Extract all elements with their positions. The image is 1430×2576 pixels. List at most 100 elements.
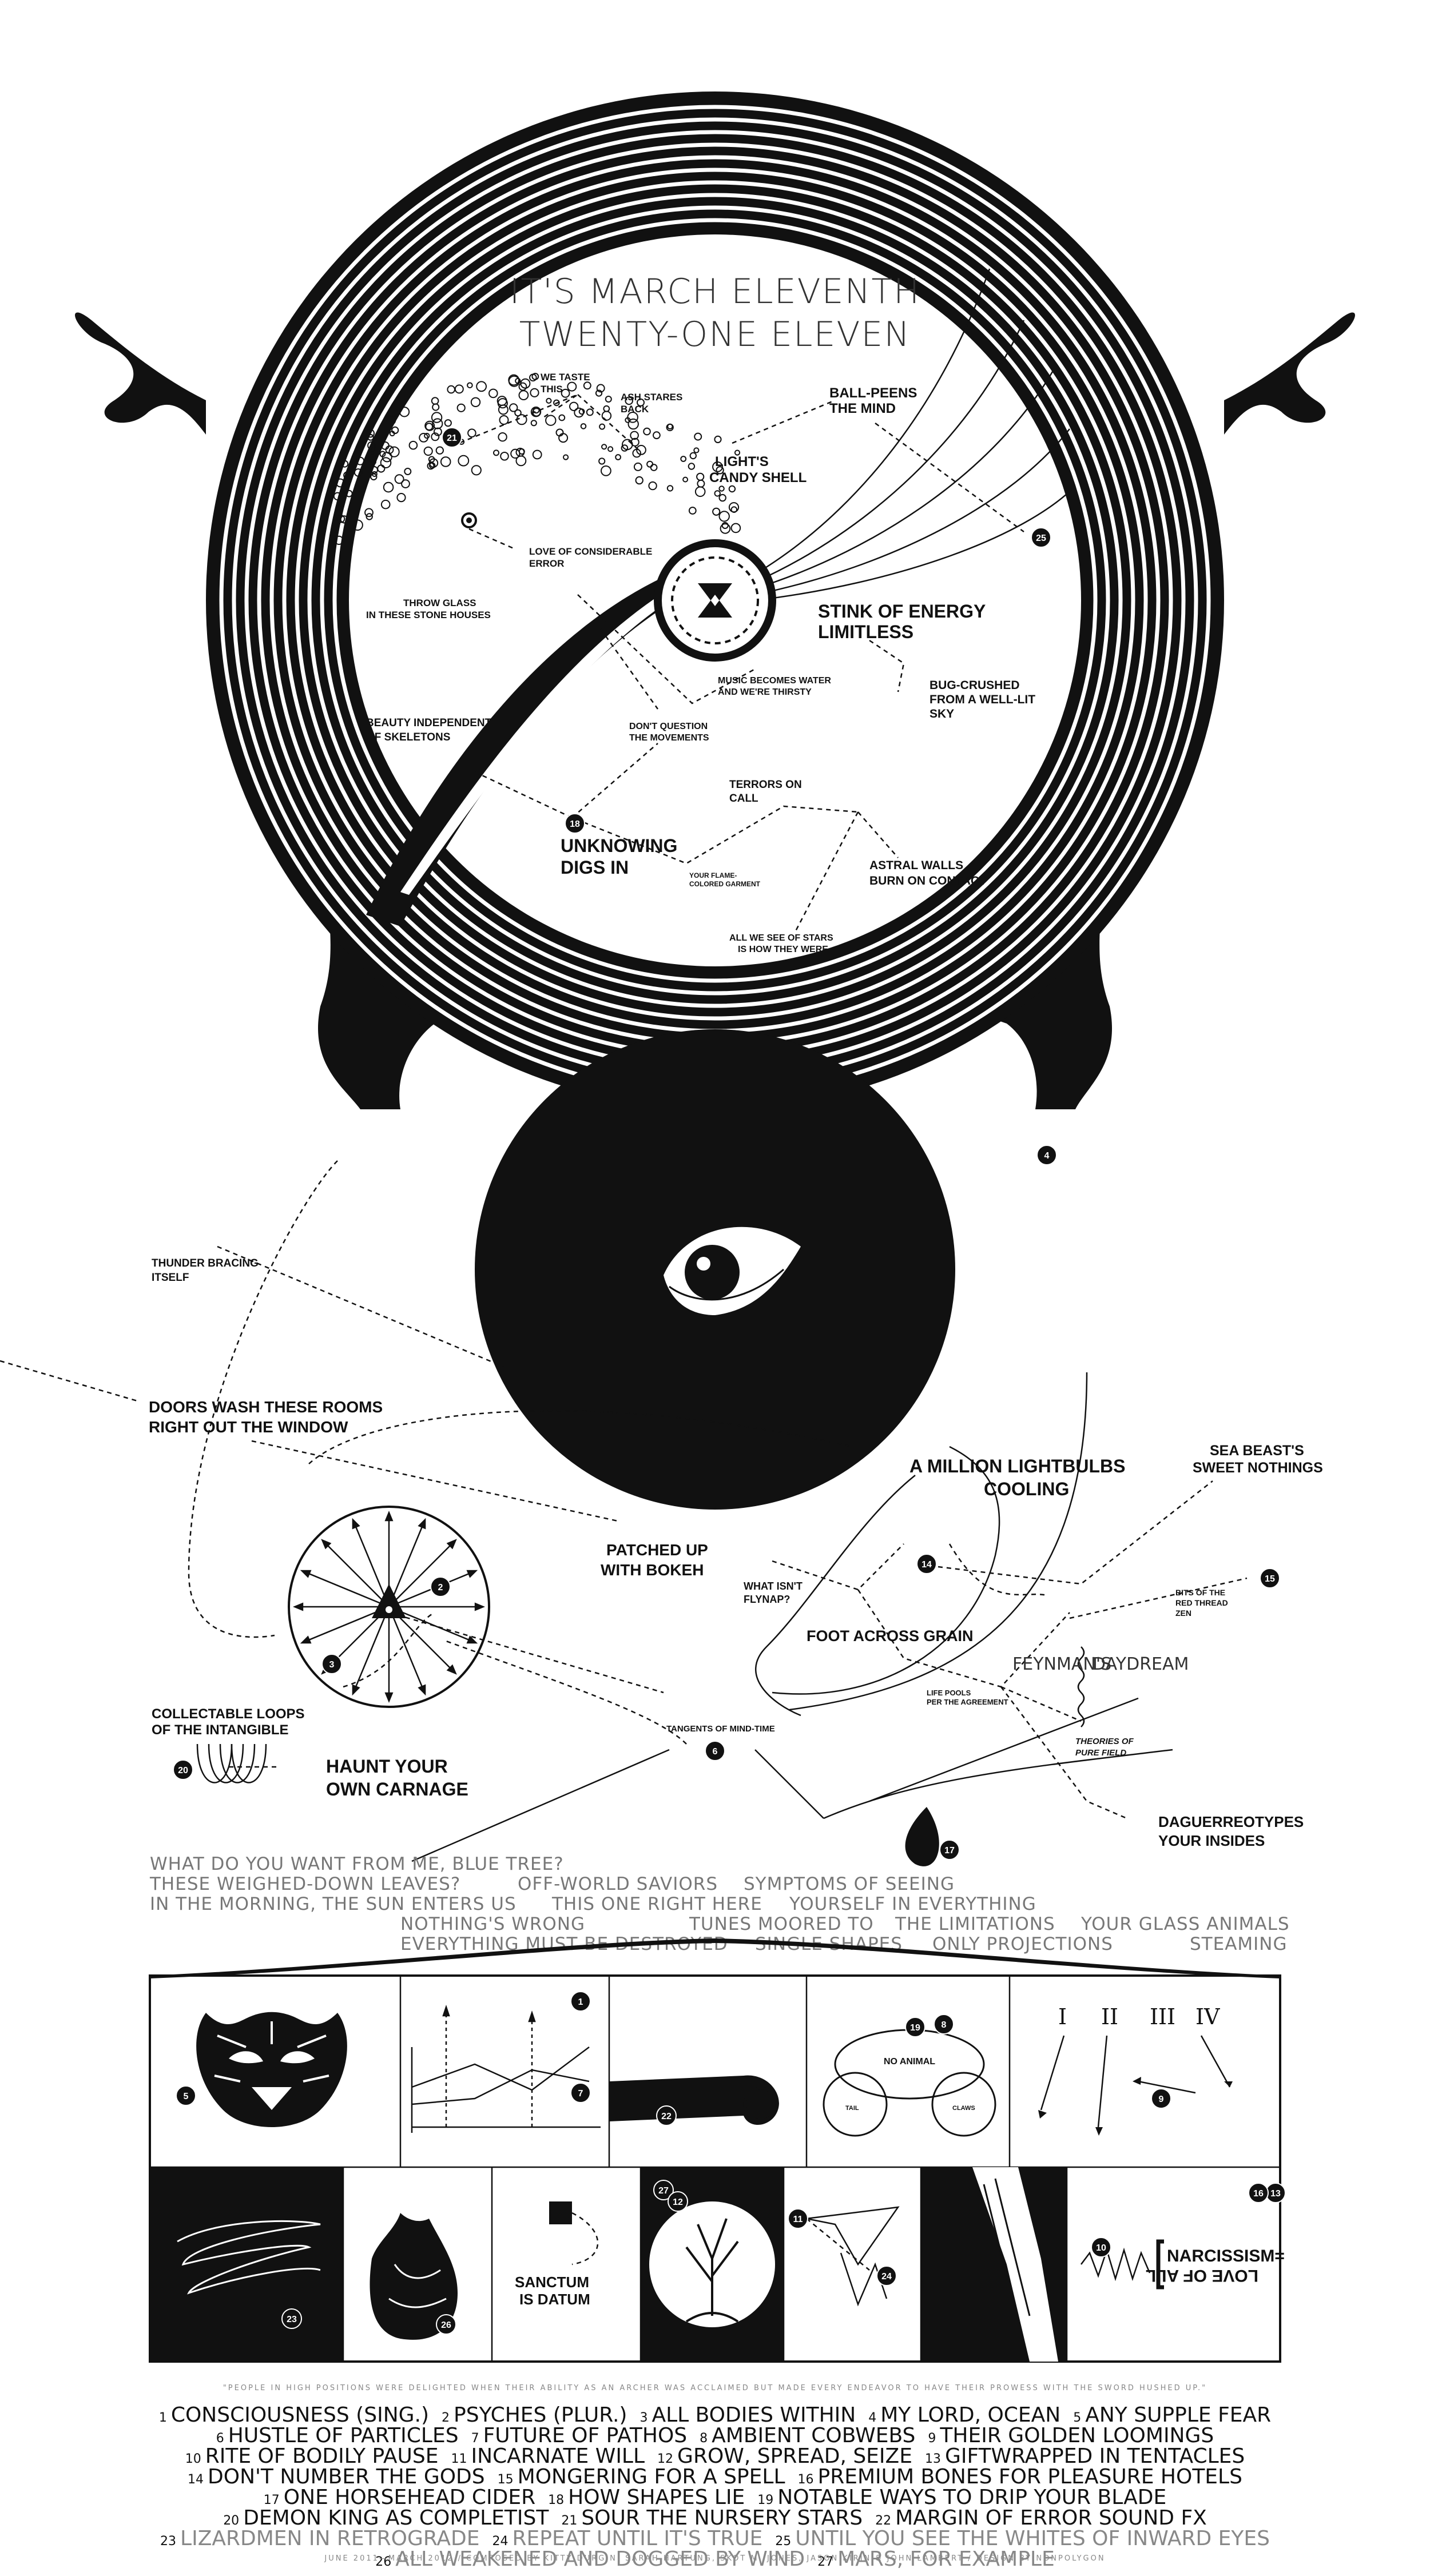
cloud-dot [366, 429, 375, 438]
badge-10: 10 [1091, 2237, 1111, 2258]
spoke-arrowhead [418, 1684, 426, 1696]
cloud-dot [427, 462, 435, 470]
badge-number: 18 [570, 819, 580, 829]
badge-number: 12 [673, 2197, 683, 2207]
eye-disc [475, 1029, 955, 1510]
label-tangents: TANGENTS OF MIND-TIME [666, 1724, 775, 1734]
cloud-dot [653, 431, 661, 440]
cloud-dot [447, 385, 456, 394]
record-groove [307, 193, 1123, 1008]
cloud-dot [529, 373, 537, 382]
cloud-dot [391, 426, 399, 435]
trash-bag-icon [370, 2213, 458, 2340]
track-title: UNTIL YOU SEE THE WHITES OF INWARD EYES [795, 2527, 1270, 2550]
badge-number: 10 [1096, 2243, 1106, 2253]
cloud-dot [718, 485, 725, 492]
numeral-1: I [1058, 2004, 1067, 2029]
cloud-dot [499, 415, 509, 425]
cube-icon [549, 2201, 599, 2266]
badge-27: 27 [653, 2180, 674, 2200]
badge-number: 16 [1253, 2189, 1264, 2199]
cloud-dot [336, 478, 345, 488]
track-number: 7 [471, 2431, 483, 2446]
badge-14: 14 [916, 1554, 937, 1574]
cloud-dot [340, 515, 348, 524]
cloud-dot [688, 507, 697, 515]
badge-number: 27 [658, 2186, 669, 2196]
track-number: 19 [757, 2493, 777, 2507]
cloud-dot [356, 456, 365, 465]
badge-number: 11 [793, 2215, 803, 2224]
tree-icon [685, 2218, 739, 2323]
spoke-arrowhead [300, 1635, 312, 1644]
narcissism-line-2: LOVE OF ALL [1146, 2266, 1258, 2285]
record-connectors [451, 393, 1024, 933]
cloud-dot [712, 507, 721, 516]
svg-text:YOUR GLASS ANIMALS: YOUR GLASS ANIMALS [1081, 1914, 1290, 1934]
cloud-dot [432, 418, 443, 429]
cloud-dot [394, 474, 404, 484]
wheel-spoke [353, 1606, 390, 1692]
right-flame-ornament [1224, 312, 1355, 435]
cloud-dot [500, 452, 509, 461]
cloud-dot [635, 476, 644, 485]
track-number: 16 [798, 2473, 818, 2487]
cloud-dot [627, 418, 639, 430]
venn-claws: CLAWS [952, 2105, 975, 2112]
track-number: 25 [775, 2534, 795, 2549]
svg-text:ONLY PROJECTIONS: ONLY PROJECTIONS [932, 1934, 1113, 1954]
cloud-dot [666, 423, 674, 432]
cloud-dot [596, 384, 605, 393]
label-daydream: DAYDREAM [1093, 1654, 1189, 1674]
track-number: 12 [657, 2452, 677, 2466]
narcissism-panel: NARCISSISM= LOVE OF ALL [1081, 2239, 1285, 2290]
badge-number: 3 [329, 1660, 335, 1670]
badge-number: 20 [178, 1766, 188, 1775]
badge-number: 22 [661, 2112, 672, 2121]
cloud-dot [650, 464, 658, 471]
cloud-dot [569, 401, 579, 411]
cloud-dot [545, 415, 557, 426]
cloud-dot [334, 535, 344, 546]
cloud-dot [440, 456, 451, 467]
cloud-dot [431, 432, 440, 441]
cloud-dot [444, 419, 452, 427]
badge-number: 1 [578, 1997, 583, 2007]
rising-graph-icon [411, 2005, 601, 2133]
badge-number: 21 [447, 433, 457, 443]
cloud-dot [428, 458, 439, 468]
badge-16: 16 [1248, 2183, 1269, 2203]
numeral-2: II [1101, 2004, 1118, 2029]
badge-number: 14 [921, 1560, 932, 1570]
numeral-3: III [1150, 2004, 1175, 2029]
cloud-dot [424, 432, 430, 439]
cloud-dot [371, 471, 378, 477]
spoke-arrowhead [384, 1692, 394, 1703]
track-title: HOW SHAPES LIE [568, 2486, 745, 2509]
track-number: 23 [160, 2534, 180, 2549]
track-title: HUSTLE OF PARTICLES [228, 2424, 459, 2447]
badge-1: 1 [570, 1991, 591, 2012]
badge-number: 19 [910, 2023, 920, 2033]
tiger-icon [196, 2012, 347, 2127]
cloud-dot [379, 451, 386, 457]
spoke-arrowhead [418, 1518, 426, 1530]
cloud-dot [364, 508, 374, 517]
track-number: 14 [188, 2473, 208, 2487]
spoke-arrowhead [446, 1664, 457, 1675]
roman-numeral-panel: I II III IV [1038, 2004, 1233, 2136]
track-title: ONE HORSEHEAD CIDER [284, 2486, 535, 2509]
cloud-dot [386, 415, 396, 425]
badge-18: 18 [565, 813, 585, 834]
wheel-spoke [324, 1542, 390, 1607]
track-number: 24 [492, 2534, 513, 2549]
cloud-dot [456, 403, 466, 412]
track-title: AMBIENT COBWEBS [712, 2424, 915, 2447]
track-title: NOTABLE WAYS TO DRIP YOUR BLADE [777, 2486, 1166, 2509]
